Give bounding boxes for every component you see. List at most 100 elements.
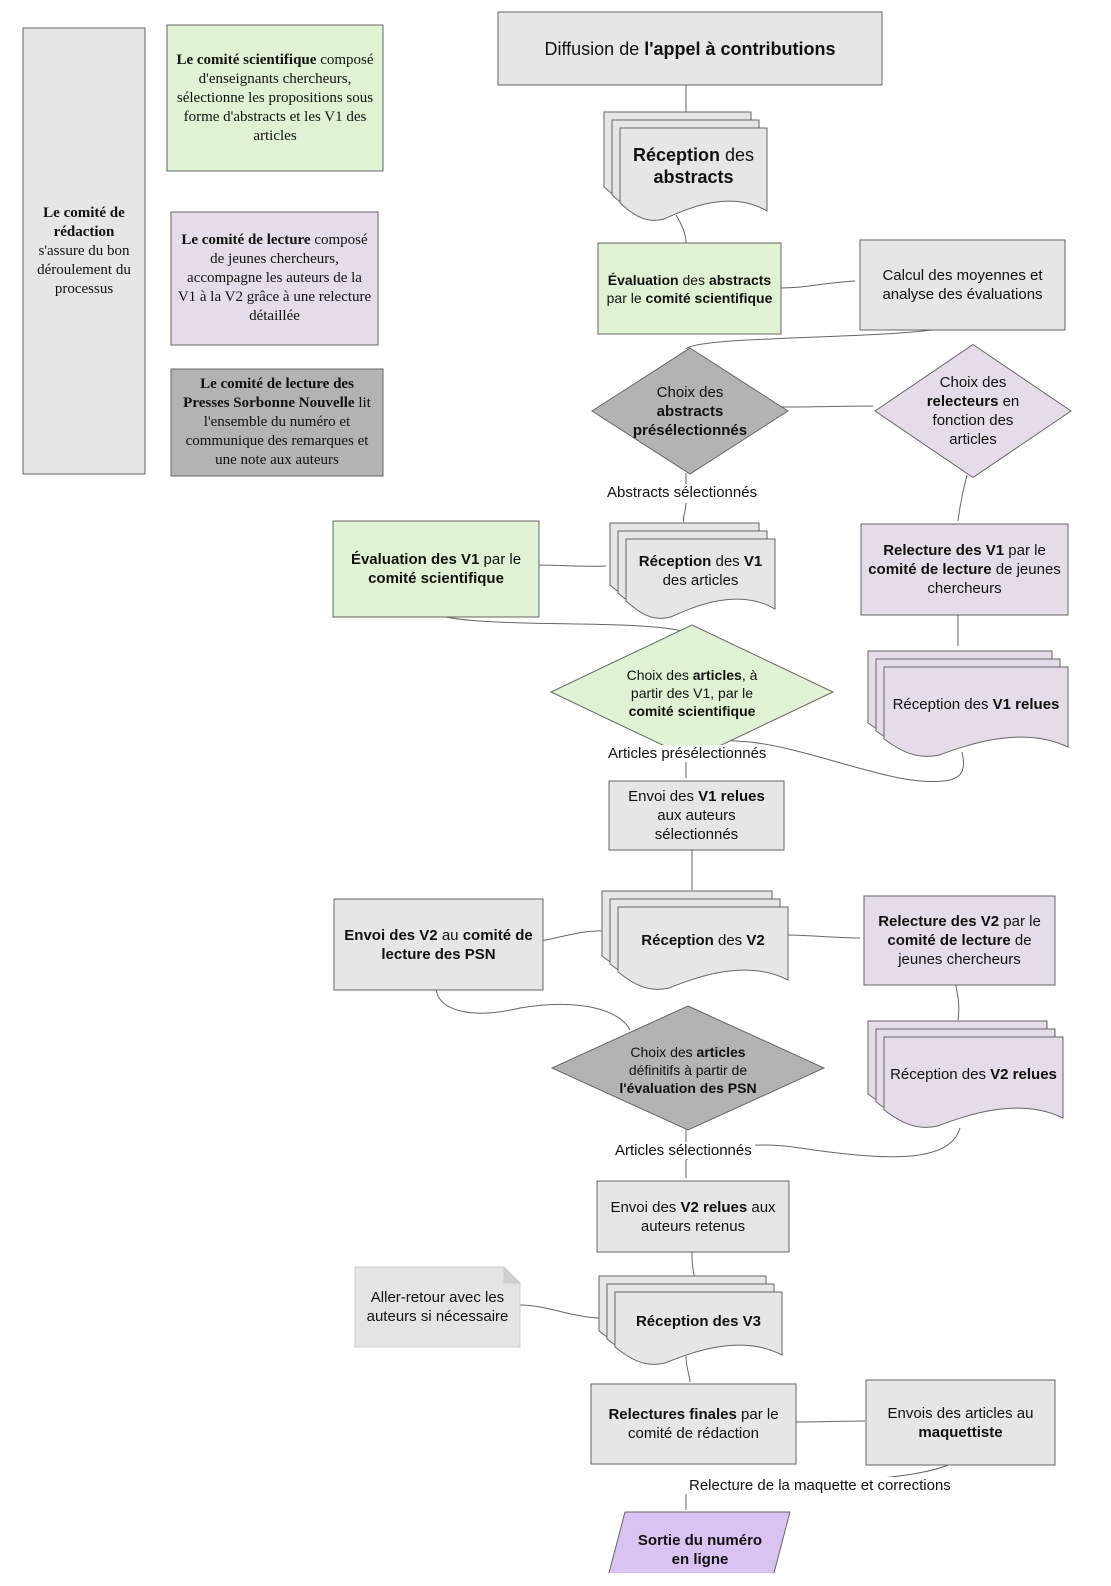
node-reception-v1-relues: Réception des V1 relues [884, 667, 1068, 741]
node-aller-retour-text: Aller-retour avec les auteurs si nécessa… [366, 1289, 509, 1325]
node-diffusion-text: Diffusion de l'appel à contributions [544, 38, 836, 59]
node-relecture-v2: Relecture des V2 par le comité de lectur… [864, 896, 1055, 985]
node-sortie-shape [608, 1511, 791, 1573]
legend-scientifique-text: Le comité scientifique composé d'enseign… [176, 51, 374, 144]
node-reception-v2: Réception des V2 [618, 907, 788, 973]
edge-reception-v2-envoi-psn [539, 930, 607, 942]
node-choix-relecteurs-shape [874, 343, 1072, 479]
node-envoi-v2-psn-box [333, 898, 544, 991]
edge-evaluation-reception-v1 [529, 564, 607, 567]
node-reception-abstracts: Réception des abstracts [620, 128, 767, 204]
node-choix-articles-v1: Choix des articles, à partir des V1, par… [610, 655, 774, 731]
node-relecture-v2-box [863, 895, 1056, 986]
edge-reception-v2-relecture-v2 [785, 934, 861, 939]
node-reception-abstracts-shape [603, 111, 768, 221]
note-fold [503, 1267, 520, 1284]
node-reception-v1-text: Réception des V1 des articles [638, 553, 763, 589]
node-choix-abstracts-shape [591, 347, 789, 475]
node-reception-v1: Réception des V1 des articles [626, 539, 775, 603]
node-choix-definitifs-shape [550, 1005, 826, 1131]
node-relecture-v1: Relecture des V1 par le comité de lectur… [861, 524, 1068, 615]
node-envoi-v1-relues: Envoi des V1 relues aux auteurs sélectio… [609, 781, 784, 850]
node-choix-articles-v1-text: Choix des articles, à partir des V1, par… [626, 667, 758, 719]
edge-label-reception-v1 [682, 502, 687, 523]
edge-evaluation-v1-choix [431, 612, 687, 633]
node-reception-v3-shape [598, 1275, 783, 1365]
node-envoi-v2-relues-box [596, 1180, 790, 1253]
legend-lecture-text: Le comité de lecture composé de jeunes c… [177, 232, 372, 324]
node-choix-relecteurs: Choix des relecteurs en fonction des art… [908, 370, 1038, 452]
legend-lecture: Le comité de lecture composé de jeunes c… [171, 212, 378, 345]
legend-redaction-box [22, 27, 146, 475]
node-calcul: Calcul des moyennes et analyse des évalu… [860, 240, 1065, 330]
node-relectures-finales-box [590, 1383, 797, 1465]
node-calcul-text: Calcul des moyennes et analyse des évalu… [882, 267, 1043, 303]
legend-scientifique-box [166, 24, 384, 172]
node-aller-retour-note [354, 1266, 521, 1348]
node-relecture-v1-text: Relecture des V1 par le comité de lectur… [868, 542, 1061, 597]
legend-psn: Le comité de lecture des Presses Sorbonn… [171, 369, 383, 476]
node-envoi-maquettiste-box [865, 1379, 1056, 1466]
node-relecture-v1-box [860, 523, 1069, 616]
node-sortie-text: Sortie du numéro en ligne [637, 1532, 763, 1568]
node-relectures-finales: Relectures finales par le comité de réda… [591, 1384, 796, 1464]
edge-reception-v3-relectures [685, 1355, 691, 1383]
node-evaluation-abstracts: Évaluation des abstracts par le comité s… [598, 243, 781, 334]
node-reception-v2-relues-text: Réception des V2 relues [890, 1065, 1057, 1083]
legend-psn-box [170, 368, 384, 477]
node-evaluation-abstracts-box [597, 242, 782, 335]
node-reception-abstracts-text: Réception des abstracts [632, 145, 755, 187]
legend-scientifique: Le comité scientifique composé d'enseign… [167, 25, 383, 171]
node-choix-definitifs: Choix des articles définitifs à partir d… [612, 1030, 764, 1110]
node-diffusion-box [497, 11, 883, 86]
node-envoi-maquettiste: Envois des articles au maquettiste [866, 1380, 1055, 1465]
legend-redaction-text: Le comité de rédaction s'assure du bon d… [37, 204, 131, 297]
node-reception-v2-text: Réception des V2 [641, 931, 765, 949]
node-reception-v2-shape [601, 890, 789, 990]
node-evaluation-v1-text: Évaluation des V1 par le comité scientif… [350, 551, 522, 587]
node-choix-relecteurs-text: Choix des relecteurs en fonction des art… [926, 374, 1020, 448]
node-evaluation-v1: Évaluation des V1 par le comité scientif… [333, 521, 539, 617]
node-choix-abstracts-text: Choix des abstracts présélectionnés [632, 383, 748, 439]
node-reception-v3: Réception des V3 [615, 1292, 782, 1350]
node-relectures-finales-text: Relectures finales par le comité de réda… [608, 1406, 779, 1442]
edge-label-relecture-maquette: Relecture de la maquette et corrections [686, 1477, 954, 1494]
node-reception-v2-relues: Réception des V2 relues [884, 1037, 1063, 1111]
node-aller-retour: Aller-retour avec les auteurs si nécessa… [355, 1267, 520, 1347]
node-envoi-v2-relues: Envoi des V2 relues aux auteurs retenus [597, 1181, 789, 1252]
node-reception-v1-relues-shape [867, 650, 1069, 757]
edge-envoi-psn-choix-definitifs [435, 986, 631, 1031]
node-envoi-v2-psn: Envoi des V2 au comité de lecture des PS… [334, 899, 543, 990]
node-choix-abstracts: Choix des abstracts présélectionnés [620, 370, 760, 452]
legend-lecture-box [170, 211, 379, 346]
node-sortie: Sortie du numéro en ligne [625, 1514, 775, 1586]
edge-label-abstracts-selectionnes: Abstracts sélectionnés [604, 484, 761, 501]
node-envoi-v1-relues-text: Envoi des V1 relues aux auteurs sélectio… [628, 788, 765, 843]
node-envoi-maquettiste-text: Envois des articles au maquettiste [887, 1404, 1034, 1441]
node-evaluation-v1-box [332, 520, 540, 618]
node-reception-v1-shape [609, 522, 776, 619]
legend-redaction: Le comité de rédaction s'assure du bon d… [23, 28, 145, 474]
edge-reception-evaluation [675, 214, 687, 244]
node-choix-definitifs-text: Choix des articles définitifs à partir d… [619, 1044, 757, 1096]
node-envoi-v2-psn-text: Envoi des V2 au comité de lecture des PS… [344, 926, 533, 963]
node-diffusion: Diffusion de l'appel à contributions [498, 12, 882, 85]
edge-choix-relecteurs [779, 405, 874, 408]
edge-evaluation-calcul [774, 280, 856, 289]
edge-label-articles-selectionnes: Articles sélectionnés [612, 1142, 755, 1159]
node-relecture-v2-text: Relecture des V2 par le comité de lectur… [878, 913, 1041, 968]
node-evaluation-abstracts-text: Évaluation des abstracts par le comité s… [606, 271, 773, 306]
edge-relectures-maquettiste [793, 1420, 866, 1423]
node-reception-v1-relues-text: Réception des V1 relues [892, 695, 1060, 713]
edge-relecture-v2-reception-relues [954, 981, 960, 1021]
edge-aller-retour-reception-v3 [519, 1304, 613, 1319]
node-calcul-box [859, 239, 1066, 331]
edge-label-articles-preselectionnes: Articles présélectionnés [605, 745, 770, 762]
node-envoi-v2-relues-text: Envoi des V2 relues aux auteurs retenus [610, 1198, 776, 1235]
node-envoi-v1-relues-box [608, 780, 785, 851]
node-reception-v2-relues-shape [867, 1020, 1064, 1128]
node-reception-v3-text: Réception des V3 [635, 1312, 762, 1330]
legend-psn-text: Le comité de lecture des Presses Sorbonn… [183, 376, 371, 468]
